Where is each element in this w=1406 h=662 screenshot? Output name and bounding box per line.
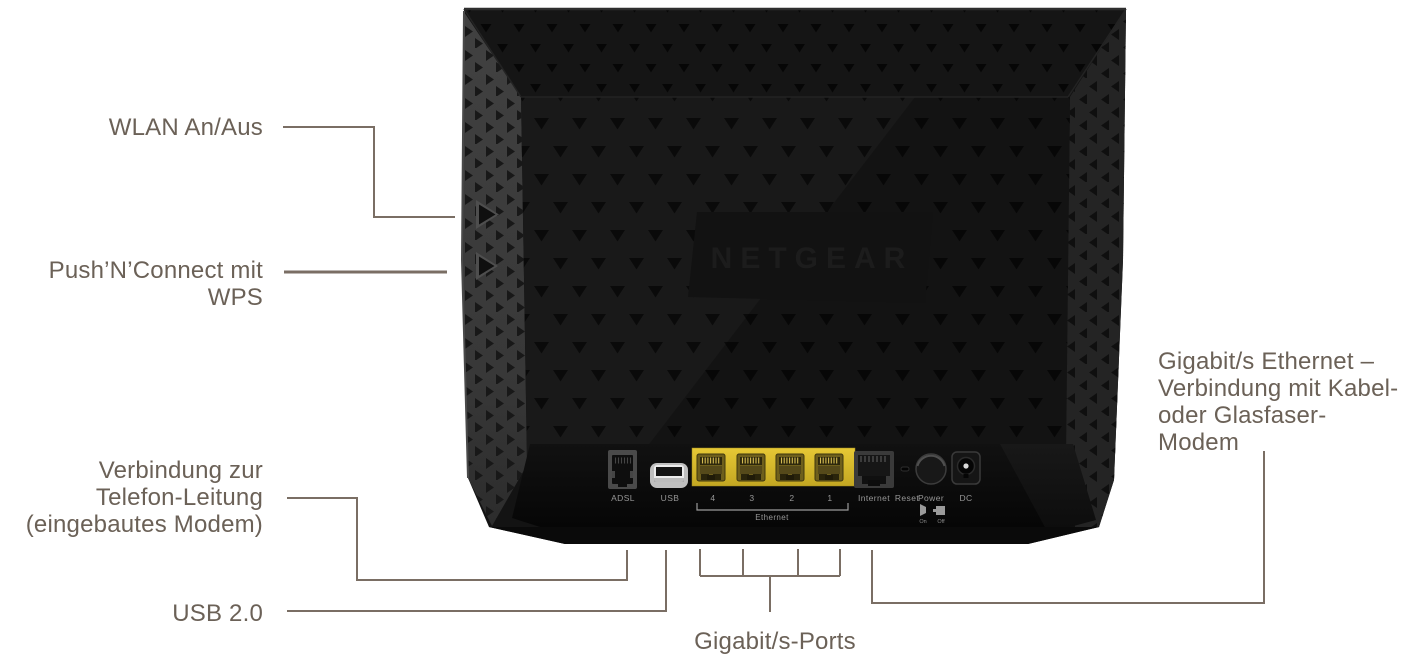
ethernet-port-4-label: 4 (710, 493, 715, 503)
adsl-port (608, 450, 637, 489)
brand-logo-text: NETGEAR (711, 242, 914, 275)
router-rear-view: NETGEAR (460, 7, 1127, 544)
usb-port (650, 463, 688, 488)
ethernet-group-bracket (696, 503, 849, 511)
phone-connector-line (287, 497, 628, 581)
wlan-toggle-button (476, 200, 499, 229)
wps-button (476, 252, 498, 280)
power-off-icon (936, 506, 945, 515)
reset-hole (900, 466, 910, 472)
dc-power-jack (951, 451, 981, 485)
usb-port-label: USB (661, 493, 680, 503)
ethernet-group-label: Ethernet (755, 513, 789, 522)
internet-connector-line (871, 451, 1265, 604)
power-on-icon (920, 504, 926, 516)
gigabit-ports-annotation-label: Gigabit/s-Ports (694, 628, 856, 655)
wps-annotation-label: Push’N’Connect mit WPS (48, 257, 263, 311)
power-on-text: On (919, 519, 926, 525)
power-button (915, 453, 947, 485)
wlan-annotation-label: WLAN An/Aus (108, 114, 263, 141)
ethernet-port-4 (696, 453, 726, 482)
power-off-text: Off (937, 519, 945, 525)
dc-label: DC (959, 493, 972, 503)
power-onoff-icons: On Off (919, 504, 945, 525)
usb-connector-line (287, 550, 667, 612)
wlan-connector-line (283, 126, 455, 218)
phone-line-annotation-label: Verbindung zur Telefon-Leitung (eingebau… (25, 457, 263, 538)
brand-plate (688, 212, 933, 303)
ethernet-port-3-label: 3 (749, 493, 754, 503)
ethernet-port-block (691, 447, 856, 487)
router-base (489, 527, 1099, 544)
usb-annotation-label: USB 2.0 (172, 600, 263, 627)
adsl-port-label: ADSL (611, 493, 635, 503)
power-label: Power (918, 493, 944, 503)
ethernet-port-1 (814, 453, 844, 482)
reset-label: Reset (895, 493, 919, 503)
connector-lines (283, 126, 1265, 612)
ethernet-port-1-label: 1 (827, 493, 832, 503)
ethernet-port-2-label: 2 (789, 493, 794, 503)
gigabit-connector-bracket (699, 549, 841, 612)
internet-port (854, 451, 894, 488)
ethernet-port-2 (775, 453, 805, 482)
ethernet-port-3 (736, 453, 766, 482)
internet-port-label: Internet (858, 493, 890, 503)
ethernet-wan-annotation-label: Gigabit/s Ethernet – Verbindung mit Kabe… (1158, 348, 1399, 456)
